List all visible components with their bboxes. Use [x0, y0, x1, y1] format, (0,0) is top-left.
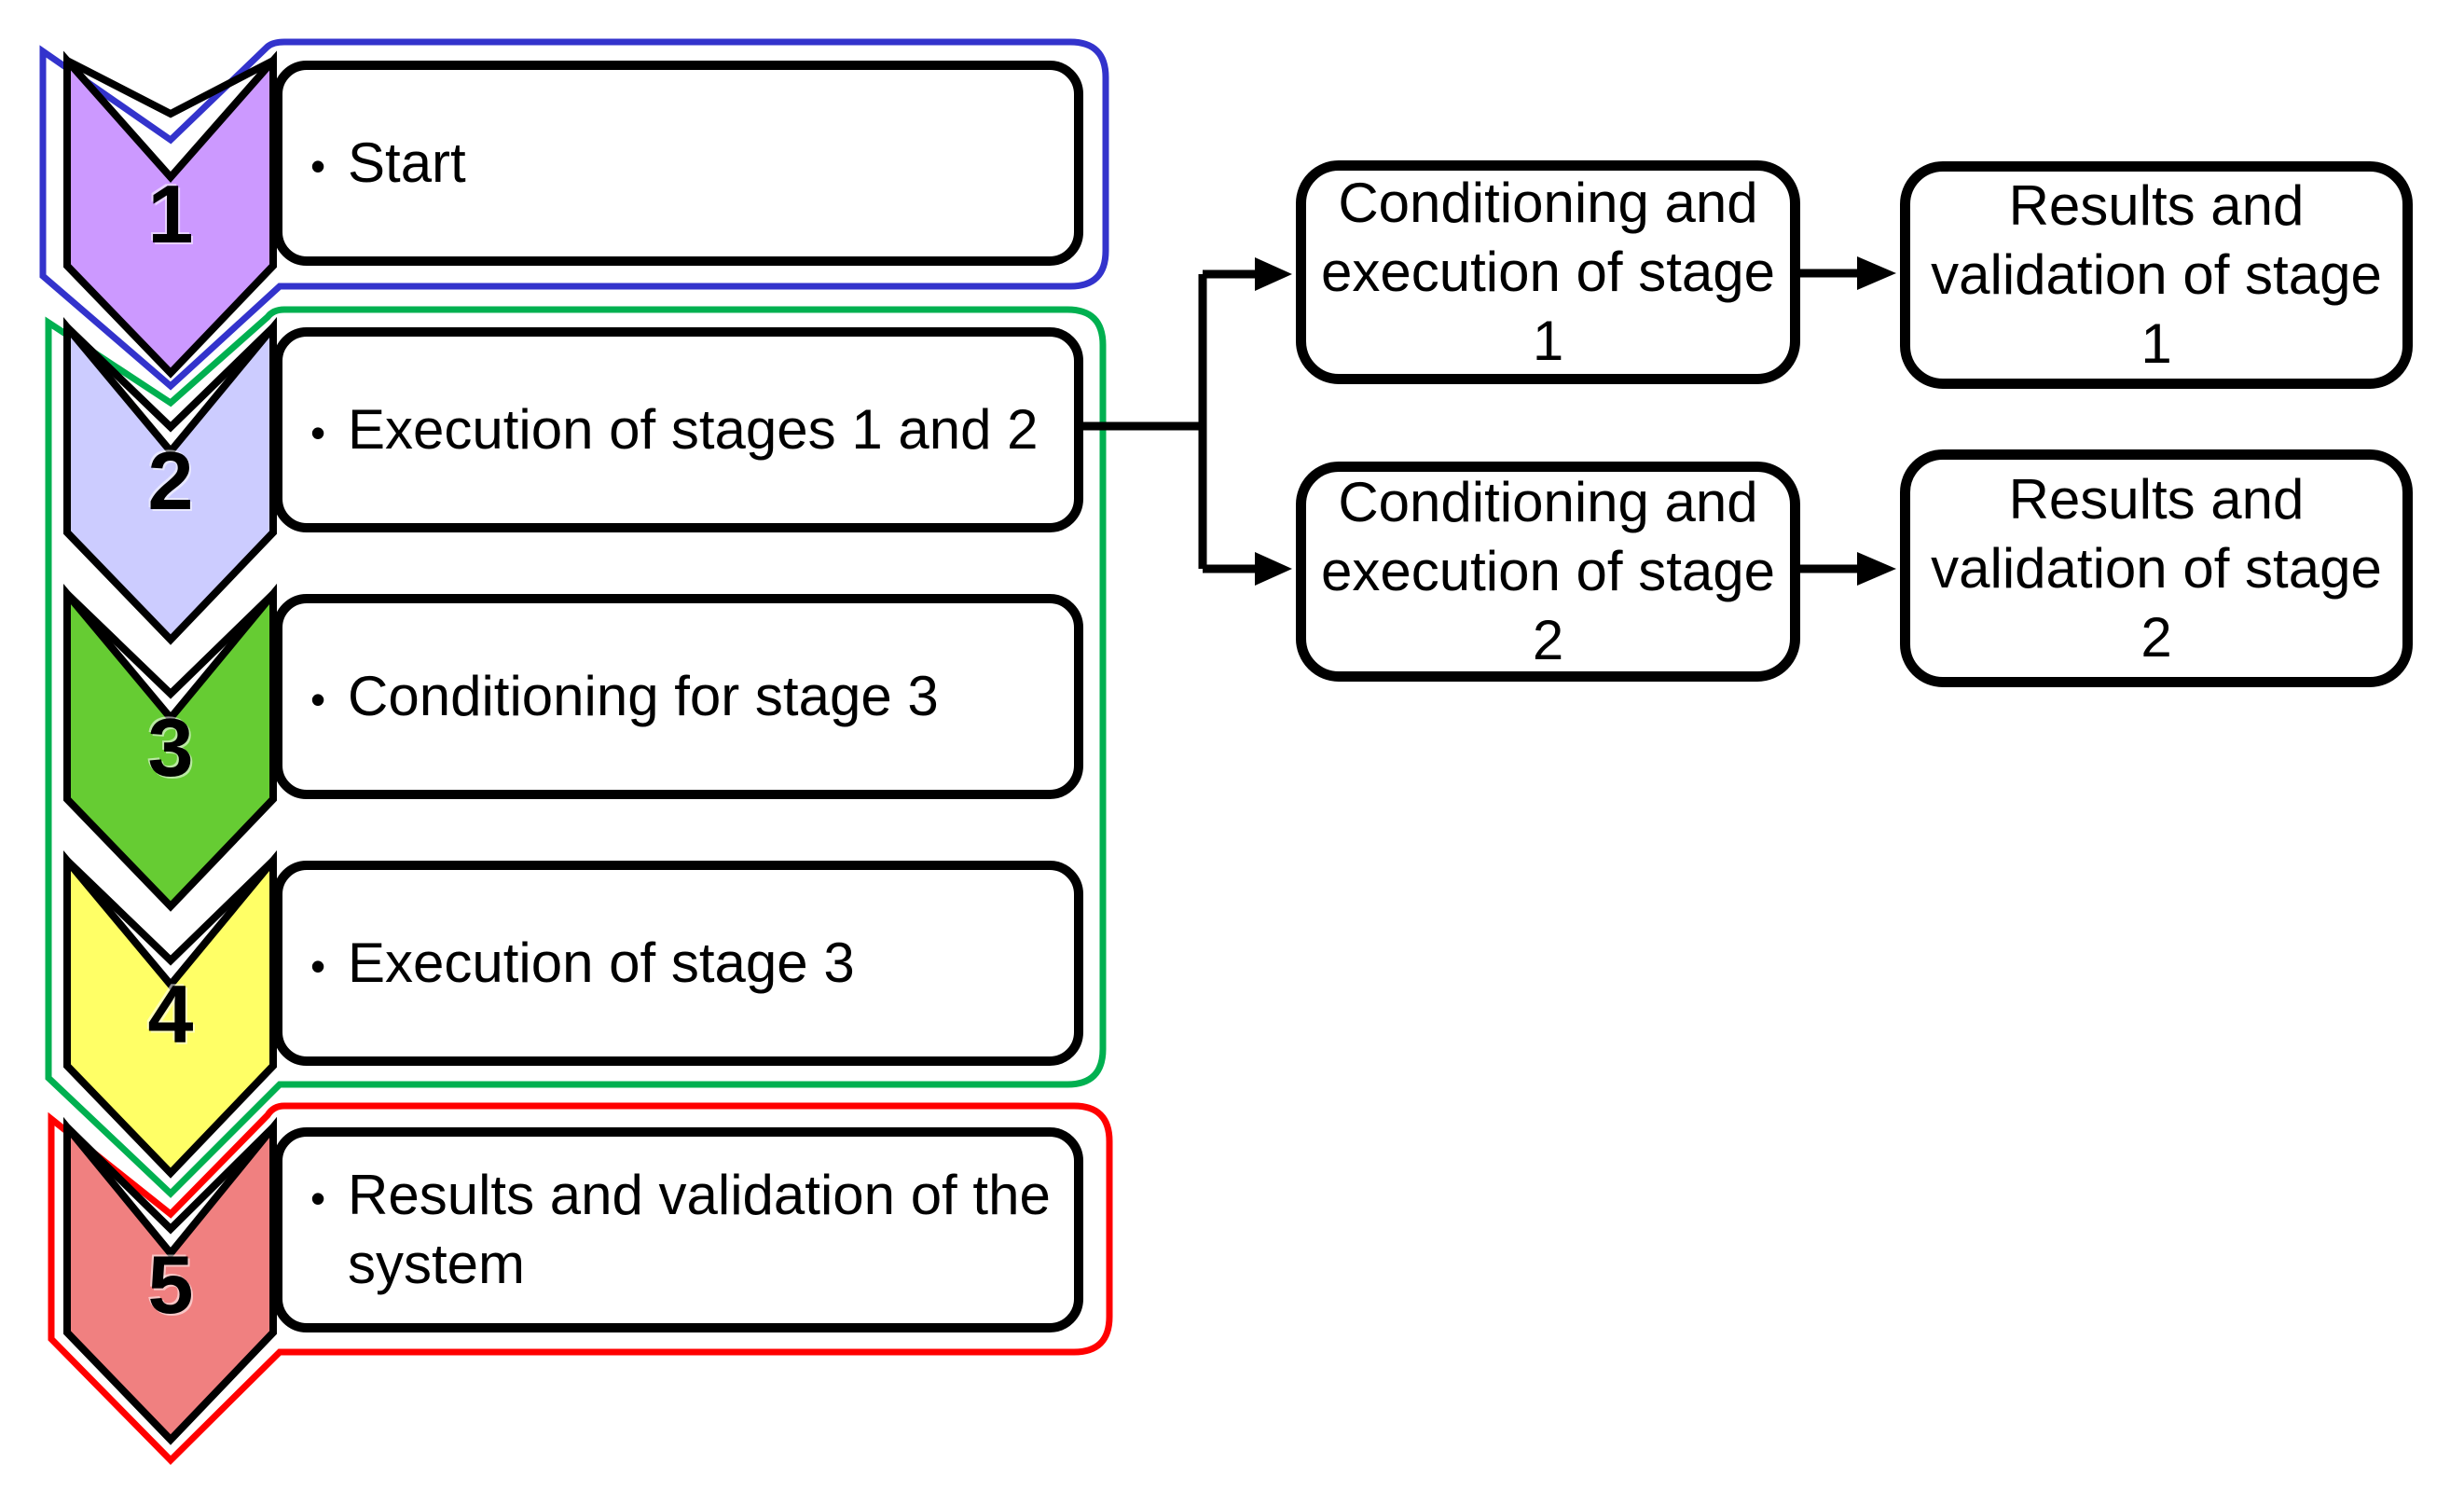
- arrowhead-to-conditioning-stage-2: [1255, 552, 1292, 586]
- bullet-icon: •: [310, 675, 326, 724]
- flow-box-label: Conditioning and execution of stage 1: [1320, 172, 1775, 372]
- flow-box-label: Results and validation of stage 1: [1931, 174, 2382, 375]
- flow-box-label: Conditioning and execution of stage 2: [1320, 471, 1775, 671]
- chevron-3-outer-notch: [64, 591, 276, 699]
- chevron-1-shape: [63, 50, 277, 379]
- group-outline-green: [45, 306, 1107, 1198]
- step-number-4: 4: [147, 968, 194, 1060]
- arrowhead-to-conditioning-stage-1: [1255, 257, 1292, 291]
- step-label-4: •Execution of stage 3: [310, 929, 855, 998]
- flow-box-conditioning-stage-1: Conditioning and execution of stage 1: [1296, 160, 1800, 384]
- step-label-1: •Start: [310, 129, 466, 198]
- chevron-4-shape: [63, 849, 277, 1179]
- step-box-5: •Results and validation of the system: [273, 1127, 1083, 1332]
- connector-branch-lines: [1083, 269, 1861, 573]
- flow-box-conditioning-stage-2: Conditioning and execution of stage 2: [1296, 462, 1800, 682]
- bullet-icon: •: [310, 408, 326, 457]
- chevron-5-outer-notch: [64, 1125, 276, 1235]
- step-box-4: •Execution of stage 3: [273, 861, 1083, 1066]
- chevron-1-outer-notch: [65, 57, 275, 118]
- flow-box-label: Results and validation of stage 2: [1931, 467, 2382, 669]
- step-box-2: •Execution of stages 1 and 2: [273, 327, 1083, 532]
- step-label-2: •Execution of stages 1 and 2: [310, 395, 1039, 464]
- flow-box-results-stage-1: Results and validation of stage 1: [1900, 161, 2413, 389]
- step-label-3: •Conditioning for stage 3: [310, 662, 939, 731]
- chevron-5-shape: [63, 1116, 277, 1445]
- chevron-4-outer-notch: [64, 858, 276, 966]
- flow-box-results-stage-2: Results and validation of stage 2: [1900, 449, 2413, 687]
- step-number-2: 2: [147, 435, 194, 527]
- bullet-icon: •: [310, 142, 326, 190]
- arrowhead-to-results-stage-1: [1857, 256, 1896, 290]
- chevron-2-shape: [63, 316, 277, 645]
- step-number-3: 3: [147, 701, 194, 794]
- group-outline-blue: [39, 38, 1109, 391]
- step-box-1: •Start: [273, 61, 1083, 266]
- step-label-5: •Results and validation of the system: [310, 1164, 1051, 1295]
- chevron-2-outer-notch: [64, 324, 276, 433]
- bullet-icon: •: [310, 1174, 326, 1222]
- step-number-5: 5: [147, 1238, 194, 1331]
- step-box-3: •Conditioning for stage 3: [273, 594, 1083, 799]
- chevron-3-shape: [63, 583, 277, 912]
- step-number-1: 1: [147, 168, 194, 260]
- bullet-icon: •: [310, 942, 326, 990]
- arrowhead-to-results-stage-2: [1857, 552, 1896, 586]
- group-outline-red: [48, 1102, 1113, 1465]
